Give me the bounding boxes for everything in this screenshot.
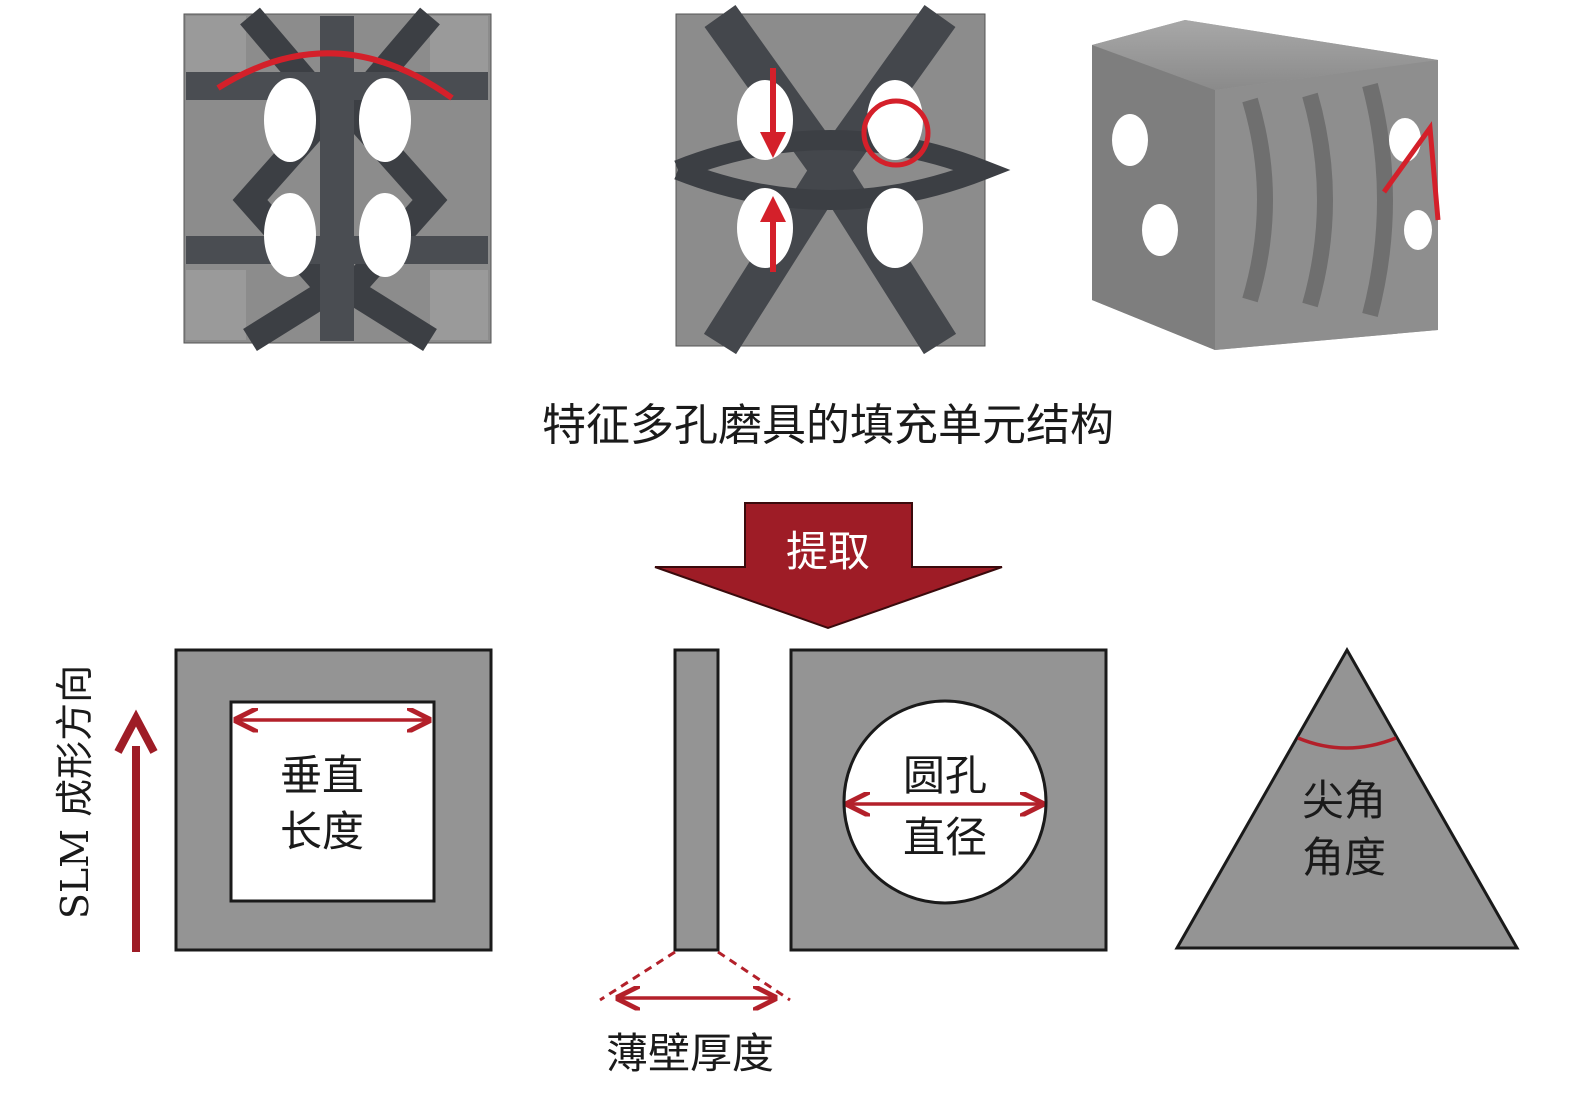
arc-highlight bbox=[216, 50, 454, 101]
unit-cell-image-1 bbox=[183, 7, 492, 352]
build-direction-label: SLM 成形方向 bbox=[53, 665, 97, 919]
feature-vertical-length: 垂直 长度 bbox=[174, 648, 493, 952]
sharp-angle-label-2: 角度 bbox=[1302, 833, 1386, 882]
feature-sharp-angle: 尖角 角度 bbox=[1174, 646, 1520, 950]
vertical-length-label-1: 垂直 bbox=[280, 751, 364, 800]
angle-arc bbox=[1297, 736, 1397, 750]
unit-cell-image-2 bbox=[674, 4, 1011, 355]
extract-arrow: 提取 bbox=[654, 502, 1003, 630]
build-direction: SLM 成形方向 bbox=[53, 665, 158, 952]
sharp-angle-highlight bbox=[1381, 121, 1441, 221]
feature-thin-wall: 薄壁厚度 bbox=[599, 648, 791, 1078]
extract-label: 提取 bbox=[786, 527, 870, 576]
feature-hole-diameter: 圆孔 直径 bbox=[789, 648, 1108, 952]
sharp-angle-label-1: 尖角 bbox=[1302, 776, 1386, 825]
vertical-length-label-2: 长度 bbox=[280, 807, 364, 856]
thin-wall-label: 薄壁厚度 bbox=[606, 1029, 774, 1078]
hole-diameter-label-1: 圆孔 bbox=[903, 751, 987, 800]
hole-circle-highlight bbox=[861, 98, 931, 168]
unit-cell-image-3 bbox=[1092, 20, 1441, 350]
diagram-title: 特征多孔磨具的填充单元结构 bbox=[542, 400, 1114, 451]
hole-diameter-label-2: 直径 bbox=[903, 813, 987, 862]
